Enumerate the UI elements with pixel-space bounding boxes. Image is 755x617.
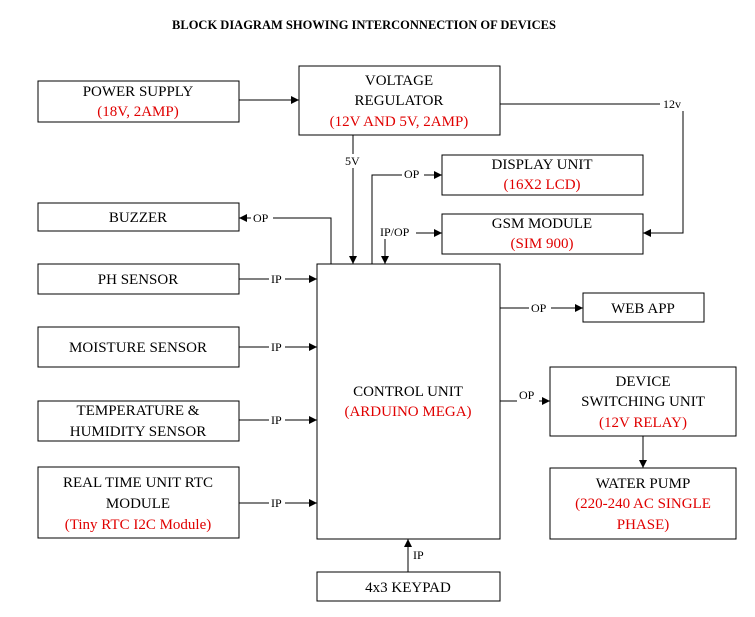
ip-rtc-label: IP: [271, 496, 282, 510]
voltage-regulator-block: VOLTAGE REGULATOR (12V AND 5V, 2AMP): [298, 65, 501, 136]
v12-label: 12v: [663, 97, 681, 111]
ip-temperature-label: IP: [271, 413, 282, 427]
control-unit-spec: (ARDUINO MEGA): [344, 404, 471, 420]
temperature-sensor-block: TEMPERATURE & HUMIDITY SENSOR: [37, 400, 240, 442]
op-buzzer-label-bg: [251, 211, 273, 225]
rtc-module-label-2: MODULE: [106, 496, 170, 512]
gsm-module-block: GSM MODULE (SIM 900): [441, 213, 644, 255]
device-switching-label-1: DEVICE: [616, 374, 671, 390]
display-unit-block: DISPLAY UNIT (16X2 LCD): [441, 154, 644, 196]
ip-keypad-label: IP: [413, 548, 424, 562]
op-display-label-bg: [402, 167, 424, 181]
gsm-module-spec: (SIM 900): [511, 236, 574, 252]
regulator-to-gsm-arrow: [500, 103, 684, 237]
power-supply-block: POWER SUPPLY (18V, 2AMP): [37, 80, 240, 123]
ip-op-label: IP/OP: [380, 225, 410, 239]
rtc-module-label-1: REAL TIME UNIT RTC: [63, 475, 213, 491]
voltage-regulator-label-1: VOLTAGE: [365, 73, 433, 89]
v5-label-bg: [342, 154, 364, 168]
ip-ph-label-bg: [269, 272, 285, 286]
rtc-module-block: REAL TIME UNIT RTC MODULE (Tiny RTC I2C …: [37, 466, 240, 539]
water-pump-label: WATER PUMP: [596, 476, 691, 492]
web-app-block: WEB APP: [582, 292, 705, 323]
voltage-regulator-label-2: REGULATOR: [355, 93, 444, 109]
water-pump-spec-2: PHASE): [617, 517, 670, 533]
v5-label: 5V: [345, 154, 360, 168]
op-webapp-label: OP: [531, 301, 547, 315]
v12-label-bg: [660, 97, 688, 111]
ph-sensor-label: PH SENSOR: [98, 272, 178, 288]
ip-temperature-label-bg: [269, 413, 285, 427]
op-switching-label: OP: [519, 388, 535, 402]
display-unit-label: DISPLAY UNIT: [492, 157, 593, 173]
power-supply-spec: (18V, 2AMP): [97, 104, 178, 120]
keypad-label: 4x3 KEYPAD: [365, 580, 451, 596]
control-to-display-arrow: [371, 171, 442, 264]
temperature-sensor-label-1: TEMPERATURE &: [77, 403, 200, 419]
op-webapp-label-bg: [529, 301, 551, 315]
web-app-label: WEB APP: [611, 301, 675, 317]
device-switching-spec: (12V RELAY): [599, 415, 687, 431]
device-switching-label-2: SWITCHING UNIT: [581, 394, 705, 410]
rtc-module-spec: (Tiny RTC I2C Module): [65, 517, 211, 533]
moisture-sensor-block: MOISTURE SENSOR: [37, 326, 240, 368]
control-unit-label: CONTROL UNIT: [353, 384, 463, 400]
temperature-sensor-label-2: HUMIDITY SENSOR: [70, 424, 207, 440]
ip-moisture-label: IP: [271, 340, 282, 354]
display-unit-spec: (16X2 LCD): [503, 177, 580, 193]
ip-moisture-label-bg: [269, 340, 285, 354]
moisture-sensor-label: MOISTURE SENSOR: [69, 340, 207, 356]
op-display-label: OP: [404, 167, 420, 181]
water-pump-spec-1: (220-240 AC SINGLE: [575, 496, 711, 512]
keypad-block: 4x3 KEYPAD: [316, 571, 501, 602]
ip-keypad-label-bg: [411, 548, 427, 562]
ip-rtc-label-bg: [269, 496, 285, 510]
gsm-module-label: GSM MODULE: [492, 216, 592, 232]
diagram-title: BLOCK DIAGRAM SHOWING INTERCONNECTION OF…: [172, 18, 556, 32]
op-switching-label-bg: [517, 388, 539, 402]
control-unit-block: CONTROL UNIT (ARDUINO MEGA): [316, 263, 501, 540]
buzzer-label: BUZZER: [109, 210, 167, 226]
water-pump-block: WATER PUMP (220-240 AC SINGLE PHASE): [549, 467, 737, 540]
ph-sensor-block: PH SENSOR: [37, 263, 240, 295]
power-supply-label: POWER SUPPLY: [83, 84, 194, 100]
op-buzzer-label: OP: [253, 211, 269, 225]
device-switching-block: DEVICE SWITCHING UNIT (12V RELAY): [549, 366, 737, 437]
ip-op-label-bg: [378, 225, 416, 239]
voltage-regulator-spec: (12V AND 5V, 2AMP): [330, 114, 469, 130]
buzzer-block: BUZZER: [37, 202, 240, 232]
ip-ph-label: IP: [271, 272, 282, 286]
